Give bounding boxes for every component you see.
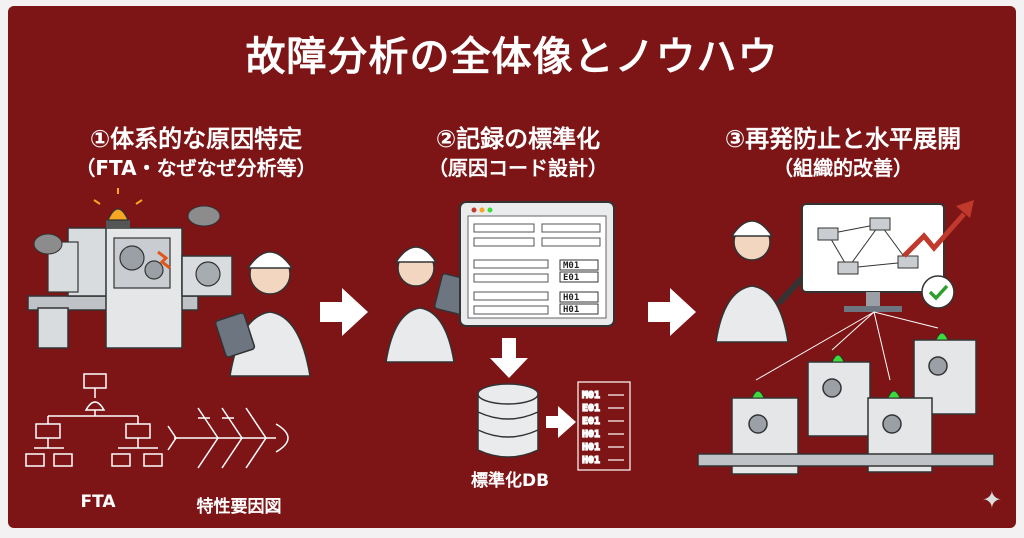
broken-machine xyxy=(27,205,233,349)
machines-fleet xyxy=(697,339,995,475)
ok-lights xyxy=(751,332,949,399)
fta-label: FTA xyxy=(80,492,116,512)
check-icon xyxy=(921,275,955,309)
step-3: ③再発防止と水平展開 （組織的改善） xyxy=(693,124,993,182)
trend-arrow-icon xyxy=(902,212,966,258)
step-2-sub: （原因コード設計） xyxy=(428,156,608,180)
deployment-lines xyxy=(755,311,939,381)
fishbone-diagram xyxy=(167,407,289,469)
illustration: M01 E01 H01 H01 M01 E01 E01 H01 H01 H01 xyxy=(25,188,995,475)
arrow-right-icon xyxy=(546,406,576,438)
list-code: H01 xyxy=(582,455,600,466)
code-screen: M01 E01 H01 H01 xyxy=(459,201,615,327)
network-monitor xyxy=(801,203,945,312)
screen-code: E01 xyxy=(563,273,579,283)
code-list: M01 E01 E01 H01 H01 H01 xyxy=(577,381,631,471)
step-3-heading: ③再発防止と水平展開 xyxy=(724,125,962,153)
db-label: 標準化DB xyxy=(470,471,550,491)
screen-code: H01 xyxy=(563,293,579,303)
worker-presenter xyxy=(715,220,807,343)
database-icon xyxy=(477,383,539,458)
step-1-sub: （FTA・なぜなぜ分析等） xyxy=(75,156,317,180)
arrow-right-icon xyxy=(320,288,368,336)
step-1-heading: ①体系的な原因特定 xyxy=(89,125,303,153)
arrow-right-icon xyxy=(648,288,696,336)
worker-with-tablet xyxy=(214,251,311,377)
fishbone-label: 特性要因図 xyxy=(196,497,282,517)
step-2-heading: ②記録の標準化 xyxy=(435,125,601,153)
list-code: H01 xyxy=(582,429,600,440)
step-2: ②記録の標準化 （原因コード設計） xyxy=(368,124,668,182)
list-code: E01 xyxy=(582,403,600,414)
worker-operator xyxy=(385,246,471,363)
step-1: ①体系的な原因特定 （FTA・なぜなぜ分析等） xyxy=(46,124,346,182)
list-code: E01 xyxy=(582,416,600,427)
screen-code: H01 xyxy=(563,305,579,315)
infographic: 故障分析の全体像とノウハウ ①体系的な原因特定 （FTA・なぜなぜ分析等） ②記… xyxy=(8,6,1016,528)
sparkle-icon: ✦ xyxy=(981,486,1002,514)
warning-light-icon xyxy=(93,188,143,228)
arrow-down-icon xyxy=(490,338,528,378)
fta-diagram xyxy=(25,373,163,467)
list-code: M01 xyxy=(582,390,600,401)
step-3-sub: （組織的改善） xyxy=(773,156,913,180)
page-title: 故障分析の全体像とノウハウ xyxy=(245,34,779,80)
list-code: H01 xyxy=(582,442,600,453)
screen-code: M01 xyxy=(563,261,579,271)
